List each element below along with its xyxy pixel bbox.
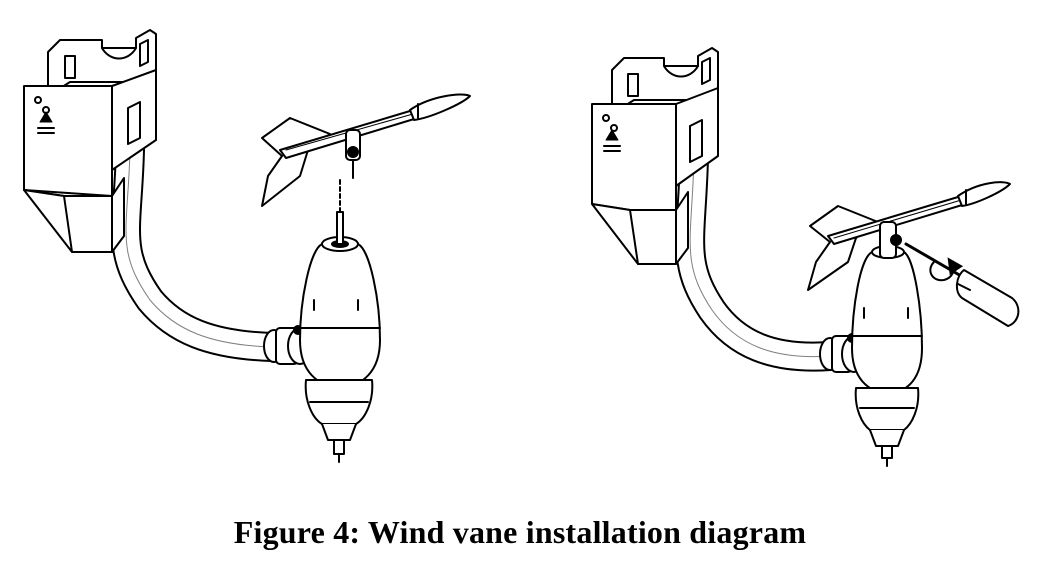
- screwdriver: [904, 242, 1020, 327]
- mounting-bracket: [591, 47, 719, 265]
- wind-vane: [807, 181, 1011, 291]
- panel-left-vane-placement: [23, 29, 471, 463]
- support-arm: [675, 143, 845, 372]
- sensor-housing: [851, 245, 923, 467]
- wind-vane: [261, 93, 471, 207]
- rotation-arrow-icon: [929, 257, 964, 282]
- sensor-housing: [299, 236, 381, 463]
- mounting-bracket: [23, 29, 157, 253]
- vane-shaft: [336, 179, 344, 245]
- warning-triangle-icon: [37, 111, 55, 134]
- panel-right-tighten-screw: [591, 47, 1020, 467]
- installation-illustration: [23, 29, 1020, 467]
- support-arm: [111, 135, 287, 362]
- figure-caption: Figure 4: Wind vane installation diagram: [233, 514, 807, 550]
- warning-triangle-icon: [603, 129, 621, 152]
